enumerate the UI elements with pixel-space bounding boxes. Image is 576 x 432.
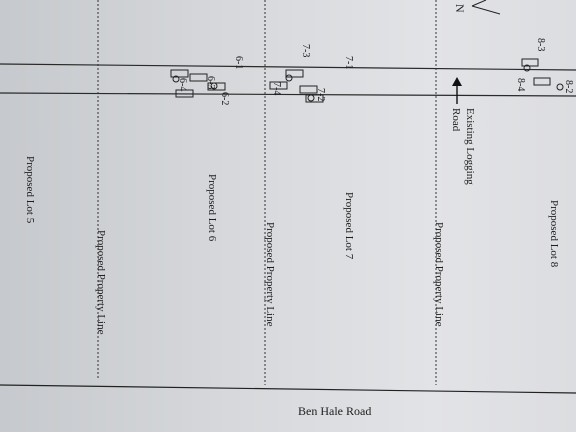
logging-road-label-line1: Existing Logging (464, 108, 476, 185)
stake-marker-6-4 (175, 89, 194, 98)
stake-marker-8-2 (533, 77, 564, 91)
stake-marker-7-3 (285, 69, 304, 82)
lot-8-label: Proposed Lot 8 (548, 200, 560, 268)
logging-road-edge-top (0, 63, 576, 71)
ben-hale-road-edge (0, 384, 576, 394)
ben-hale-road-label: Ben Hale Road (298, 404, 372, 418)
property-line-label-middle: Proposed Property Line (264, 222, 276, 327)
property-line-label-right: Proposed Property Line (433, 222, 445, 327)
stake-label-8-4: 8-4 (515, 78, 526, 92)
stake-label-8-3: 8-3 (535, 38, 546, 52)
stake-label-7-4: 7-4 (271, 82, 282, 96)
stake-label-8-2: 8-2 (563, 80, 574, 94)
lot-6-label: Proposed Lot 6 (206, 174, 218, 242)
logging-road-label-line2: Road (450, 108, 462, 132)
stake-marker-7-4 (269, 81, 288, 90)
stake-label-7-3: 7-3 (300, 44, 311, 58)
stake-marker-7-1 (299, 85, 318, 94)
logging-road-edge-bottom (0, 92, 576, 97)
stake-marker-6-3 (170, 69, 189, 83)
stake-marker-6-2 (207, 82, 226, 91)
stake-label-6-2: 6-2 (219, 92, 230, 106)
property-line-label-left: Proposed Property Line (95, 230, 107, 335)
lot-7-label: Proposed Lot 7 (343, 192, 355, 260)
lot-5-label: Proposed Lot 5 (24, 156, 36, 224)
north-arrow-icon (471, 0, 501, 15)
stake-label-7-2: 7-2 (315, 88, 326, 102)
stake-label-7-1: 7-1 (343, 56, 354, 70)
stake-label-6-1: 6-1 (233, 56, 244, 70)
stake-label-6-3: 6-3 (205, 76, 216, 90)
arrow-up-icon (452, 77, 462, 104)
stake-marker-8-3 (521, 58, 539, 72)
stake-marker-6-1 (189, 73, 208, 82)
stake-marker-7-2 (305, 94, 324, 103)
stake-label-6-4: 6-4 (177, 78, 188, 92)
north-label: N (453, 4, 467, 13)
